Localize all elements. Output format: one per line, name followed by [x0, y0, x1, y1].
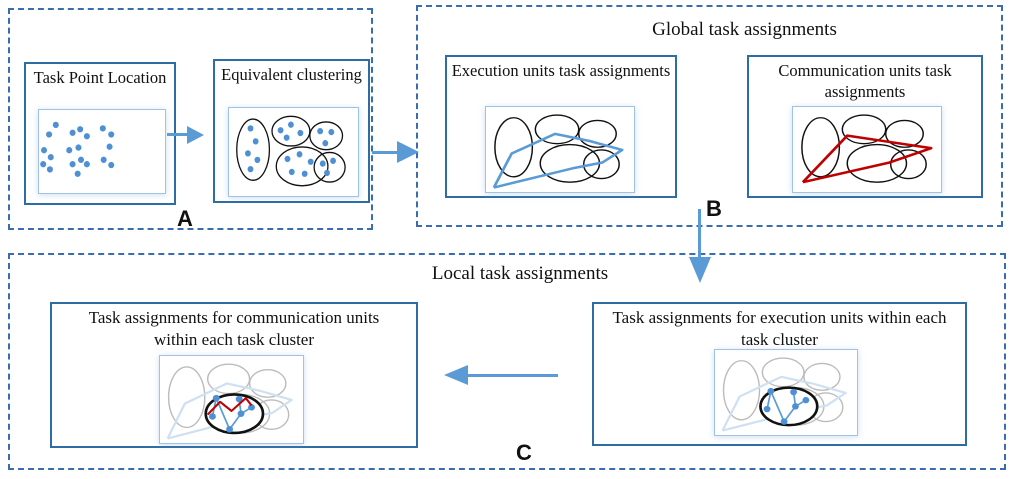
global-task-assignments-title: Global task assignments: [652, 19, 837, 40]
box-execution-units-assignments: Execution units task assignments: [445, 55, 677, 198]
equivalent-clustering-title: Equivalent clustering: [221, 65, 362, 84]
label-b: B: [706, 196, 722, 221]
execution-units-title: Execution units task assignments: [451, 61, 671, 80]
panel-a: Task Point Location Equivalent clusterin…: [8, 8, 373, 231]
local-execution-title: Task assignments for execution units wit…: [612, 308, 947, 350]
task-points-scene: [38, 109, 166, 194]
execution-route-scene: [485, 106, 635, 193]
box-local-communication-assignments: Task assignments for communication units…: [50, 302, 418, 448]
box-equivalent-clustering: Equivalent clustering: [213, 59, 370, 203]
label-a: A: [177, 206, 193, 231]
box-local-execution-assignments: Task assignments for execution units wit…: [592, 302, 967, 446]
clusters-scene: [228, 107, 359, 197]
local-communication-title: Task assignments for communication units…: [88, 308, 380, 350]
local-execution-scene: [714, 349, 858, 436]
box-task-point-location: Task Point Location: [24, 62, 176, 205]
task-point-location-title: Task Point Location: [33, 68, 167, 87]
communication-units-title: Communication units task assignments: [778, 61, 952, 102]
local-communication-scene: [159, 355, 304, 444]
local-task-assignments-title: Local task assignments: [431, 263, 609, 284]
communication-route-scene: [792, 106, 942, 193]
box-communication-units-assignments: Communication units task assignments: [747, 55, 983, 198]
label-c: C: [516, 440, 532, 465]
